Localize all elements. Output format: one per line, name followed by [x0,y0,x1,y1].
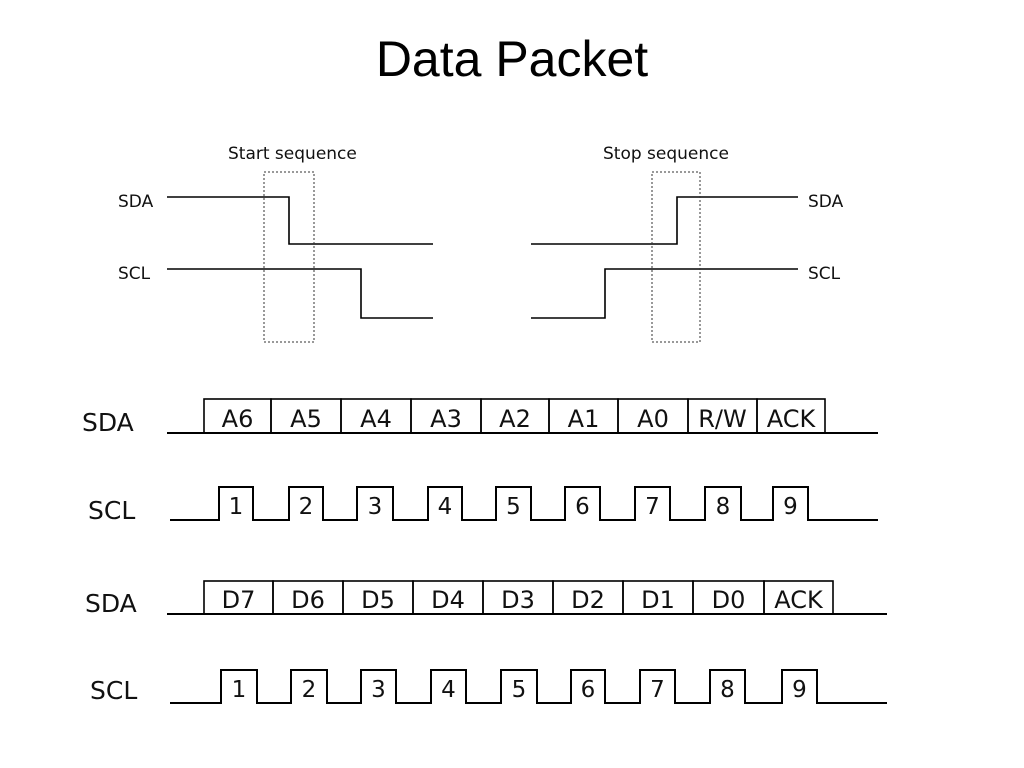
bit-cell-label: A4 [360,405,392,433]
scl-waveform [170,669,887,704]
start-sda-label: SDA [118,192,154,212]
bit-cell-label: D6 [291,586,325,614]
stop-sequence-box [651,171,701,343]
start-sda-waveform [167,196,433,245]
clock-pulse-label: 9 [783,494,798,520]
clock-pulse-label: 4 [441,677,456,703]
scl-waveform [170,486,878,521]
stop-sda-waveform [531,196,798,245]
bit-cell-label: D2 [571,586,605,614]
data-scl-label: SCL [90,676,137,705]
bit-cell-label: A3 [430,405,462,433]
clock-pulse-label: 5 [512,677,527,703]
address-sda-label: SDA [82,408,134,437]
bit-cell [756,398,826,434]
start-scl-waveform [167,268,433,319]
slide-title: Data Packet [375,31,649,87]
data-frame: SDA SCL D7 D6 D5 D4 D3 D2 D1 D0 ACK 1 2 3 4 5 6 7 8 9 [85,580,887,705]
bit-cell-label: D4 [431,586,465,614]
address-frame: SDA SCL A6 A5 A4 A3 A2 A1 A0 R/W ACK 1 2 3 4 5 6 7 8 9 [82,398,878,525]
bit-cell-label: D0 [712,586,746,614]
clock-pulse-label: 8 [720,677,735,703]
data-sda-label: SDA [85,589,137,618]
bit-cell-label: A1 [568,405,600,433]
start-stop-conditions: Start sequence Stop sequence SDA SCL SDA… [118,144,844,343]
bit-cell-label: A0 [637,405,669,433]
bit-cell [763,580,834,615]
clock-pulse-label: 6 [575,494,590,520]
start-scl-label: SCL [118,264,151,284]
clock-pulse-label: 1 [229,494,244,520]
bit-cell-label: ACK [774,586,824,614]
bit-cell-label: A6 [222,405,254,433]
bit-cell-label: A5 [290,405,322,433]
clock-pulse-label: 7 [645,494,660,520]
bit-cell-label: ACK [767,405,817,433]
start-sequence-label: Start sequence [228,144,357,164]
stop-scl-waveform [531,268,798,319]
clock-pulse-label: 7 [650,677,665,703]
clock-pulse-label: 3 [368,494,383,520]
bit-cell-label: D5 [361,586,395,614]
bit-cell-label: R/W [698,405,747,433]
stop-scl-label: SCL [808,264,841,284]
data-bit-cells: D7 D6 D5 D4 D3 D2 D1 D0 ACK [203,580,834,615]
clock-pulse-label: 9 [792,677,807,703]
start-sequence-box [263,171,315,343]
bit-cell-label: D7 [222,586,256,614]
clock-pulse-label: 4 [438,494,453,520]
stop-sda-label: SDA [808,192,844,212]
stop-sequence-label: Stop sequence [603,144,729,164]
clock-pulse-label: 6 [581,677,596,703]
address-bit-cells: A6 A5 A4 A3 A2 A1 A0 R/W ACK [203,398,826,434]
clock-pulse-label: 2 [302,677,317,703]
bit-cell-label: D1 [641,586,675,614]
bit-cell-label: A2 [499,405,531,433]
bit-cell-label: D3 [501,586,535,614]
clock-pulse-label: 3 [371,677,386,703]
clock-pulse-label: 8 [716,494,731,520]
data-clock: 1 2 3 4 5 6 7 8 9 [170,669,887,704]
clock-pulse-label: 5 [506,494,521,520]
address-scl-label: SCL [88,496,135,525]
clock-pulse-label: 2 [299,494,314,520]
address-clock: 1 2 3 4 5 6 7 8 9 [170,486,878,521]
clock-pulse-label: 1 [232,677,247,703]
